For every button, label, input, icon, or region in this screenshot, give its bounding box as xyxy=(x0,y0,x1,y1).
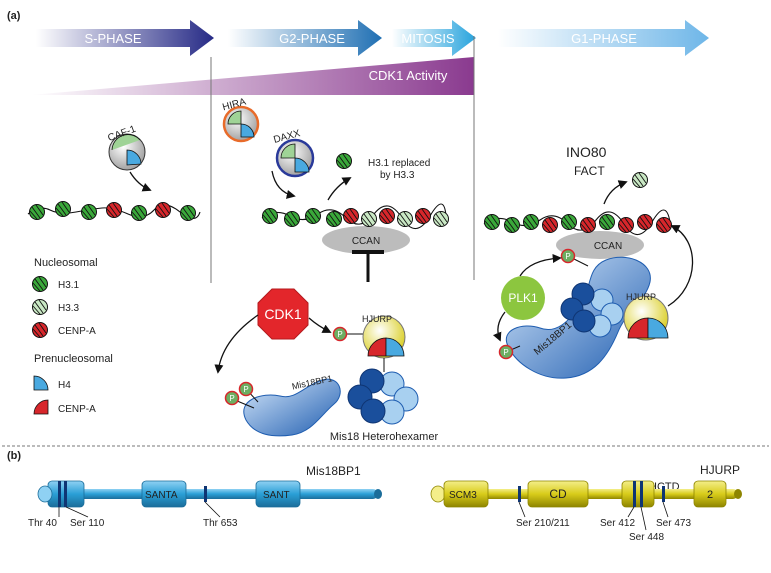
legend-h33: H3.3 xyxy=(58,303,80,314)
ser412-tick xyxy=(627,506,635,518)
cdk1-octagon xyxy=(257,288,309,340)
legend-h4-swatch xyxy=(33,375,49,391)
hjurp-domain-2: 2 xyxy=(707,489,713,501)
ino80-label: INO80 xyxy=(566,144,607,160)
legend-h4: H4 xyxy=(58,380,71,391)
g1-phase-arrow xyxy=(498,20,709,56)
mis18bp1-b-title: Mis18BP1 xyxy=(306,464,361,478)
g1-evicted-h33 xyxy=(632,172,648,188)
site-ser473: Ser 473 xyxy=(656,518,691,529)
plk1-circle xyxy=(501,276,545,320)
mis18bp1-domain-sant: SANT xyxy=(263,490,290,501)
ser448-tick xyxy=(640,506,647,531)
mis18-heterohexamer-label: Mis18 Heterohexamer xyxy=(330,431,439,443)
ccan-g2 xyxy=(322,226,410,254)
legend-cenpa: CENP-A xyxy=(58,326,96,337)
fact-label: FACT xyxy=(574,164,605,178)
cdk1-to-hjurp-arrow xyxy=(308,317,332,333)
legend-h33-swatch xyxy=(32,299,48,315)
ccan-g1 xyxy=(556,231,644,259)
hira-chaperone xyxy=(222,105,260,143)
ccan-g1-label: CCAN xyxy=(594,241,622,252)
g2-phase-label: G2-PHASE xyxy=(279,31,345,46)
ser473-tick xyxy=(662,501,669,518)
hjurp-g2-complex xyxy=(362,315,406,359)
panel-a-label: (a) xyxy=(7,10,21,22)
cdk1-label: CDK1 xyxy=(264,306,302,322)
caf1-arrow xyxy=(129,171,152,192)
mis18bp1-g2-blob xyxy=(243,378,341,437)
plk1-to-ccan-arrow xyxy=(519,253,562,277)
h31-eviction-arrow xyxy=(327,177,352,201)
plk1-label: PLK1 xyxy=(508,291,538,305)
hjurp-g1-complex xyxy=(623,295,669,341)
hjurp-domain-cd: CD xyxy=(549,487,567,501)
hjurp-deposit-arrow xyxy=(667,225,694,307)
hjurp-g1-label: HJURP xyxy=(626,292,656,302)
legend-cenpa-pre-swatch xyxy=(33,399,49,415)
legend: Nucleosomal H3.1 H3.3 CENP-A Prenucleoso… xyxy=(32,257,113,415)
g1-phase-label: G1-PHASE xyxy=(571,31,637,46)
h31-replaced-line1: H3.1 replaced xyxy=(368,158,430,169)
legend-nucleosomal-title: Nucleosomal xyxy=(34,257,98,269)
ser210-tick xyxy=(518,501,526,518)
s-phase-nucleosomes xyxy=(29,201,196,221)
legend-h31-swatch xyxy=(32,276,48,292)
panel-b-label: (b) xyxy=(7,450,21,462)
h31-replaced-line2: by H3.3 xyxy=(380,170,415,181)
daxx-arrow xyxy=(271,170,296,199)
hjurp-b-title: HJURP xyxy=(700,463,740,477)
hjurp-g2-label: HJURP xyxy=(362,314,392,324)
site-thr40: Thr 40 xyxy=(28,518,57,529)
cdk1-activity-label: CDK1 Activity xyxy=(369,68,448,83)
ccan-p-label: P xyxy=(565,252,570,261)
mis18bp1-p1-label: P xyxy=(229,394,234,403)
mitosis-label: MITOSIS xyxy=(401,31,455,46)
site-ser110: Ser 110 xyxy=(70,518,105,529)
mis18bp1-protein-bar xyxy=(37,480,382,508)
mis18bp1-p2-label: P xyxy=(243,385,248,394)
ser110-tick xyxy=(65,506,89,518)
mis18-heterohexamer xyxy=(347,368,419,425)
hjurp-protein-bar xyxy=(430,480,742,508)
g2-phase-arrow xyxy=(228,20,382,56)
site-ser448: Ser 448 xyxy=(629,532,664,543)
site-ser412: Ser 412 xyxy=(600,518,635,529)
phase-arrows: S-PHASE G2-PHASE MITOSIS G1-PHASE xyxy=(36,20,709,56)
caf1-chaperone xyxy=(108,133,146,171)
legend-cenpa-pre: CENP-A xyxy=(58,404,96,415)
s-phase-arrow xyxy=(36,20,214,56)
legend-prenucleosomal-title: Prenucleosomal xyxy=(34,353,113,365)
mis18bp1-g1-p-label: P xyxy=(503,348,508,357)
ccan-g2-label: CCAN xyxy=(352,236,380,247)
mis18bp1-domain-santa: SANTA xyxy=(145,490,178,501)
legend-h31: H3.1 xyxy=(58,280,80,291)
evicted-h31 xyxy=(336,153,352,169)
g1-eviction-arrow xyxy=(603,180,628,205)
s-phase-label: S-PHASE xyxy=(84,31,141,46)
daxx-chaperone xyxy=(275,138,315,178)
mis18-hexamer-g1 xyxy=(560,282,624,338)
site-ser210-211: Ser 210/211 xyxy=(516,518,570,529)
mitosis-arrow xyxy=(392,20,476,56)
hjurp-p-label: P xyxy=(337,330,342,339)
cdk1-activity-wedge xyxy=(30,57,474,95)
plk1-to-mis18bp1-arrow xyxy=(492,311,506,342)
site-thr653: Thr 653 xyxy=(203,518,238,529)
cdk1-to-mis18bp1-arrow xyxy=(214,314,259,374)
hjurp-domain-scm3: SCM3 xyxy=(449,490,477,501)
thr653-tick xyxy=(204,501,221,518)
legend-cenpa-swatch xyxy=(32,322,48,338)
